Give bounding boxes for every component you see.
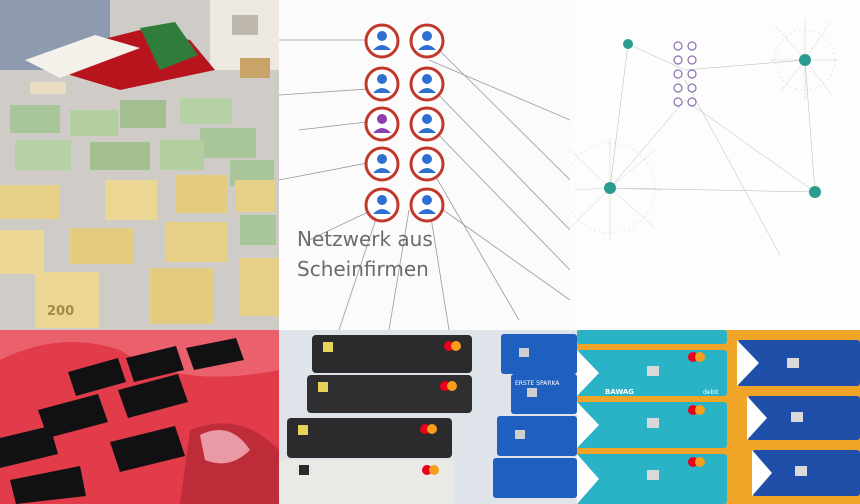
debit-card-label: debit bbox=[703, 389, 719, 396]
person-node bbox=[409, 187, 445, 223]
phones-photo bbox=[0, 330, 279, 504]
bank-cards-scene: ERSTE SPARKA bbox=[279, 330, 577, 504]
person-node bbox=[409, 66, 445, 102]
money-scene: 200 bbox=[0, 0, 279, 330]
bawag-cards-scene: BAWAG debit bbox=[577, 330, 860, 504]
cluster-left bbox=[570, 138, 663, 240]
person-node bbox=[409, 146, 445, 182]
person-node bbox=[364, 146, 400, 182]
company-network-graph bbox=[570, 0, 860, 330]
person-mini-nodes bbox=[673, 41, 697, 107]
network-caption: Netzwerk aus Scheinfirmen bbox=[297, 227, 433, 281]
person-node bbox=[364, 23, 400, 59]
bawag-navy-cards bbox=[737, 340, 860, 496]
banknote-stack-100 bbox=[10, 98, 276, 245]
bawag-cards-photo: BAWAG debit bbox=[577, 330, 860, 504]
person-node bbox=[409, 23, 445, 59]
banknote-label: 200 bbox=[47, 304, 74, 319]
graph-edges bbox=[609, 43, 816, 256]
phones-scene bbox=[0, 330, 279, 504]
black-debit-cards bbox=[279, 335, 472, 504]
person-network-diagram: Netzwerk aus Scheinfirmen bbox=[279, 0, 570, 330]
bawag-card-label: BAWAG bbox=[605, 388, 634, 396]
money-photo: 200 bbox=[0, 0, 279, 330]
banknote-stack-200 bbox=[0, 175, 279, 328]
bawag-teal-cards bbox=[577, 330, 727, 504]
company-hub-nodes bbox=[604, 39, 821, 198]
erste-card-label: ERSTE SPARKA bbox=[515, 380, 560, 387]
smartphones bbox=[0, 338, 244, 504]
person-network-graphic bbox=[279, 0, 570, 330]
bank-cards-photo: ERSTE SPARKA bbox=[279, 330, 577, 504]
person-nodes bbox=[364, 23, 445, 223]
person-node bbox=[364, 66, 400, 102]
person-node bbox=[409, 106, 445, 142]
erste-sparkasse-cards bbox=[493, 334, 577, 498]
network-graph-graphic bbox=[570, 0, 860, 330]
person-node bbox=[364, 187, 400, 223]
cluster-right bbox=[770, 18, 838, 100]
person-node-female bbox=[364, 106, 400, 142]
